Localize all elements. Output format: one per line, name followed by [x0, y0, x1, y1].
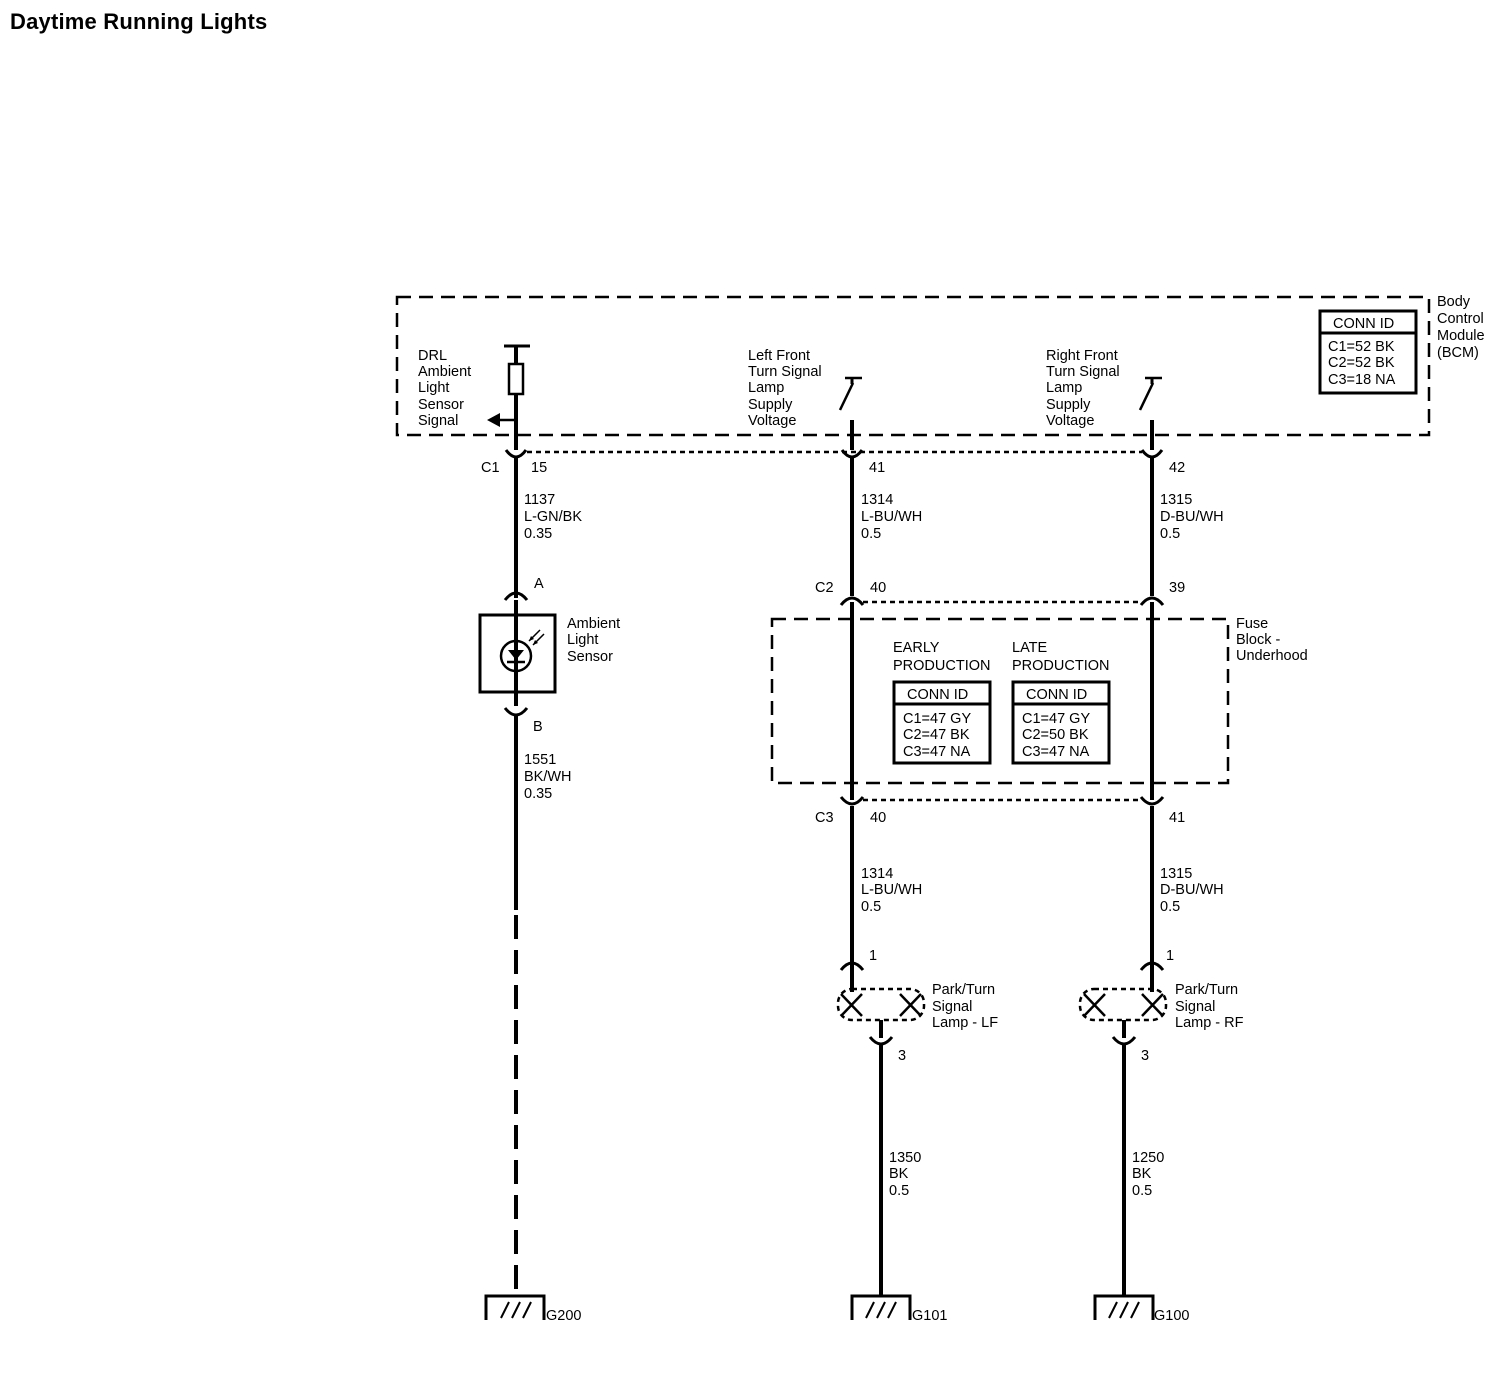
- wire-1250-label: 1250 BK 0.5: [1132, 1150, 1168, 1199]
- wire-1315-top-label: 1315 D-BU/WH 0.5: [1160, 492, 1228, 542]
- lamp-lf-pin-top: 1: [869, 948, 877, 964]
- svg-text:C1=47 GY: C1=47 GY: [1022, 711, 1090, 727]
- bcm-pin: 42: [1169, 460, 1185, 476]
- drl-signal-label: DRL Ambient Light Sensor Signal: [418, 348, 475, 429]
- rf-signal-label: Right Front Turn Signal Lamp Supply Volt…: [1046, 348, 1124, 429]
- bcm-box: [395, 295, 1431, 437]
- connector-cup: [839, 596, 865, 606]
- bcm-label: Body Control Module (BCM): [1437, 294, 1489, 361]
- connector-cup: [503, 707, 529, 717]
- wire-1551-label: 1551 BK/WH 0.35: [524, 752, 576, 802]
- diagram-title: Daytime Running Lights: [10, 9, 268, 34]
- bcm-connector-id: C1: [481, 460, 500, 476]
- ambient-light-sensor-label: Ambient Light Sensor: [567, 616, 624, 665]
- svg-text:C2=47 BK: C2=47 BK: [903, 727, 970, 743]
- bcm-conn-id-row: C3=18 NA: [1328, 372, 1396, 388]
- lamp-rf-pin-bottom: 3: [1141, 1048, 1149, 1064]
- svg-text:C3=47 NA: C3=47 NA: [1022, 744, 1090, 760]
- ground-g101-label: G101: [912, 1308, 947, 1324]
- fuse-block-label: Fuse Block - Underhood: [1236, 616, 1308, 664]
- wire-1350-label: 1350 BK 0.5: [889, 1150, 925, 1199]
- signal-arrow-icon: [487, 413, 500, 427]
- svg-text:C1=47 GY: C1=47 GY: [903, 711, 971, 727]
- ground-g100-label: G100: [1154, 1308, 1189, 1324]
- bcm-pin: 41: [869, 460, 885, 476]
- connector-cup: [503, 591, 529, 601]
- lamp-lf-label: Park/Turn Signal Lamp - LF: [932, 982, 999, 1031]
- svg-text:C2=50 BK: C2=50 BK: [1022, 727, 1089, 743]
- lamp-rf-pin-top: 1: [1166, 948, 1174, 964]
- wire-1315-bottom-label: 1315 D-BU/WH 0.5: [1160, 866, 1228, 915]
- lf-supply-switch: [838, 376, 862, 450]
- connector-cup: [839, 796, 865, 806]
- late-production-header: LATE PRODUCTION: [1012, 640, 1109, 674]
- connector-cup: [1140, 449, 1164, 459]
- lamp-lf-pin-bottom: 3: [898, 1048, 906, 1064]
- fuse-c2-id: C2: [815, 580, 834, 596]
- park-turn-lamp-rf: [1078, 961, 1168, 1046]
- sensor-pin-b: B: [533, 719, 543, 735]
- bcm-conn-id-row: C2=52 BK: [1328, 355, 1395, 371]
- svg-text:CONN ID: CONN ID: [907, 687, 968, 703]
- park-turn-lamp-lf: [836, 961, 926, 1046]
- wire-1314-top-label: 1314 L-BU/WH 0.5: [861, 492, 926, 542]
- lamp-rf-label: Park/Turn Signal Lamp - RF: [1175, 982, 1244, 1031]
- ground-g101-icon: [850, 1294, 912, 1320]
- bcm-pullup-resistor: [487, 344, 530, 450]
- ground-g100-icon: [1093, 1294, 1155, 1320]
- fuse-c3-pin: 40: [870, 810, 886, 826]
- connector-cup: [1139, 796, 1165, 806]
- fuse-c3-pin: 41: [1169, 810, 1185, 826]
- bcm-conn-id-header: CONN ID: [1333, 316, 1394, 332]
- ground-g200-icon: [484, 1294, 546, 1320]
- fuse-c3-id: C3: [815, 810, 834, 826]
- connector-cup: [504, 449, 528, 459]
- svg-text:CONN ID: CONN ID: [1026, 687, 1087, 703]
- bcm-conn-id-row: C1=52 BK: [1328, 339, 1395, 355]
- ground-g200-label: G200: [546, 1308, 581, 1324]
- early-production-header: EARLY PRODUCTION: [893, 640, 990, 674]
- ambient-light-sensor: [478, 600, 557, 694]
- bcm-conn-id-table: CONN ID C1=52 BK C2=52 BK C3=18 NA: [1318, 309, 1418, 395]
- wire-1314-bottom-label: 1314 L-BU/WH 0.5: [861, 866, 926, 915]
- fuse-c2-pin: 39: [1169, 580, 1185, 596]
- fuse-block-box: [770, 617, 1230, 785]
- svg-text:C3=47 NA: C3=47 NA: [903, 744, 971, 760]
- bcm-pin: 15: [531, 460, 547, 476]
- photodiode-icon: [508, 650, 524, 660]
- late-conn-id-table: CONN ID C1=47 GY C2=50 BK C3=47 NA: [1011, 680, 1111, 765]
- rf-supply-switch: [1138, 376, 1162, 450]
- lf-signal-label: Left Front Turn Signal Lamp Supply Volta…: [748, 348, 826, 429]
- connector-cup: [1139, 596, 1165, 606]
- sensor-pin-a: A: [534, 576, 544, 592]
- fuse-c2-pin: 40: [870, 580, 886, 596]
- early-conn-id-table: CONN ID C1=47 GY C2=47 BK C3=47 NA: [892, 680, 992, 765]
- wire-1137-label: 1137 L-GN/BK 0.35: [524, 492, 586, 542]
